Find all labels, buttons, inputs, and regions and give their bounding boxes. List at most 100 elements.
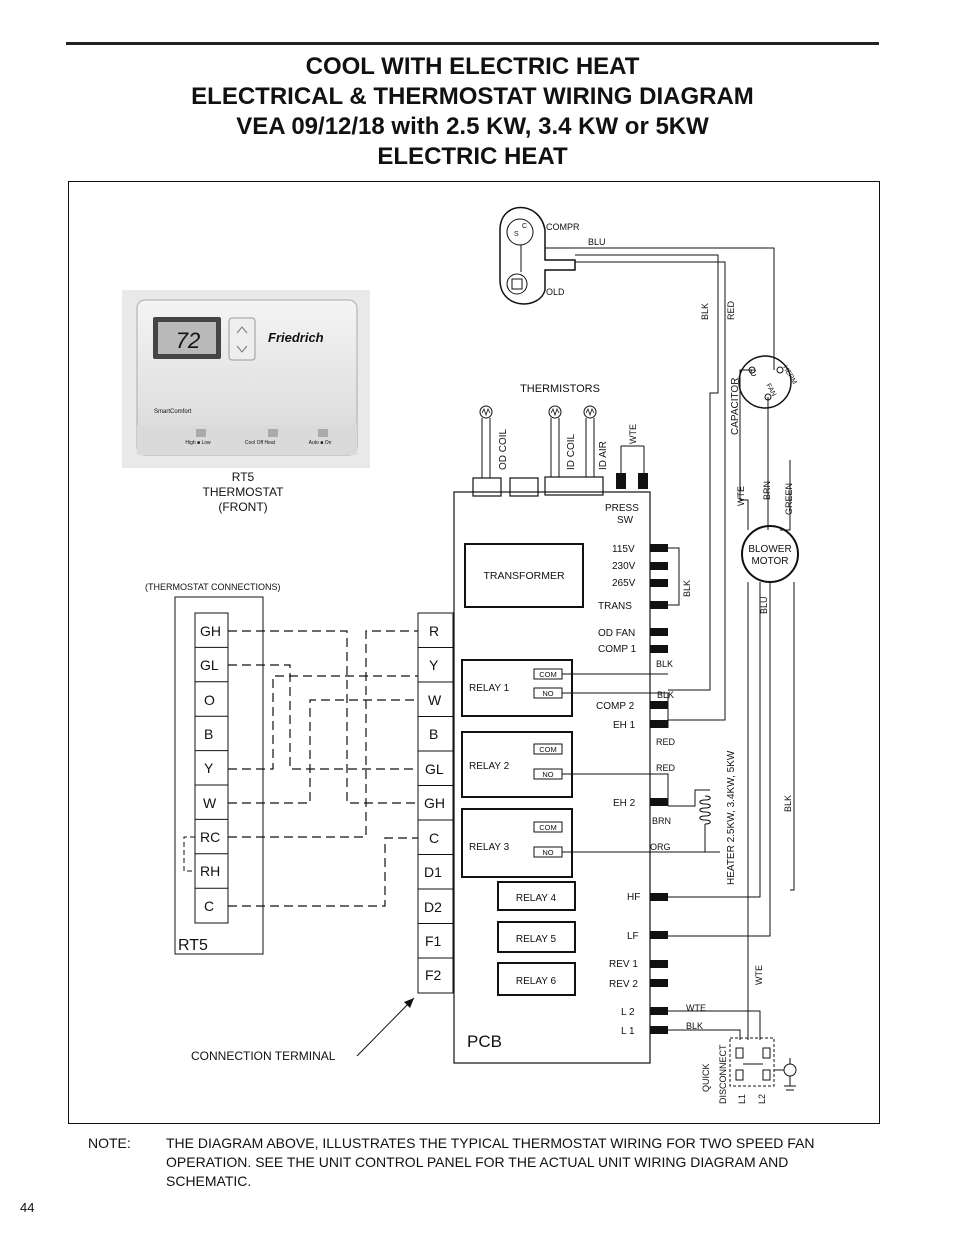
rt5-label: RT5 [178, 937, 208, 954]
thermostat-model-text: SmartComfort [154, 409, 192, 415]
l1-blk-label: BLK [686, 1021, 703, 1031]
qd-l2-label: L2 [757, 1094, 767, 1104]
rt5-terminal-y: Y [204, 760, 214, 776]
title-line-2: ELECTRICAL & THERMOSTAT WIRING DIAGRAM [191, 83, 754, 110]
relay-2-label: RELAY 2 [469, 761, 510, 772]
pin-eh-1: EH 1 [613, 720, 636, 731]
relay-6 [497, 962, 576, 996]
pin-comp-1: COMP 1 [598, 644, 637, 655]
connection-terminal-label: CONNECTION TERMINAL [191, 1049, 336, 1063]
comp1-blk-label: BLK [656, 659, 673, 669]
qd-l1-label: L1 [737, 1094, 747, 1104]
thermostat-caption-3: (FRONT) [218, 500, 267, 514]
pin-115v: 115V [612, 544, 635, 555]
relay-3-no: NO [542, 848, 553, 857]
rt5-terminal-gl: GL [200, 657, 219, 673]
heater-label: HEATER 2.5KW, 3.4KW, 5KW [726, 750, 737, 885]
heater-element [667, 720, 711, 852]
comp-red-label: RED [726, 300, 736, 320]
relay-2 [461, 731, 573, 798]
heater-blk-label: BLK [783, 795, 793, 812]
relay-wires [562, 673, 720, 853]
thermistors-title: THERMISTORS [520, 383, 600, 395]
rt5-terminal-c: C [204, 898, 214, 914]
pin-hf: HF [627, 892, 640, 903]
relay-2-com: COM [539, 745, 557, 754]
relay-5-label: RELAY 5 [516, 934, 557, 945]
pcb-terminal-y: Y [429, 657, 439, 673]
transformer-box [464, 543, 584, 608]
mode-switch-label: Cool Off Heat [245, 440, 276, 446]
pcb-terminal-r: R [429, 623, 439, 639]
rc-rh-jumper [183, 836, 195, 872]
thermostat-brand: Friedrich [268, 330, 324, 345]
pcb-terminal-d2: D2 [424, 899, 442, 915]
comp-blk-label: BLK [700, 303, 710, 320]
blower-motor-line-1: BLOWER [748, 544, 791, 555]
quick-label: QUICK [701, 1063, 711, 1092]
relay-1-no: NO [542, 689, 553, 698]
title-line-1: COOL WITH ELECTRIC HEAT [305, 53, 640, 80]
blower-blu-label: BLU [759, 596, 769, 614]
rt5-terminal-w: W [203, 795, 217, 811]
comp2-blk-label: BLK [657, 690, 674, 700]
compressor-wires [545, 247, 775, 721]
pcb-board [453, 491, 651, 1064]
pin-265v: 265V [612, 578, 636, 589]
fan-mode-switch-label: Auto ■ On [309, 440, 332, 446]
pcb-terminal-gl: GL [425, 761, 444, 777]
compressor-terminal: S C [499, 206, 576, 305]
rt5-terminal-rh: RH [200, 863, 220, 879]
pcb-pin-tabs [650, 544, 668, 1034]
thermostat-display: 72 [176, 328, 200, 353]
pin-lf: LF [627, 931, 639, 942]
relay-2-no: NO [542, 770, 553, 779]
relay3-org-label: ORG [650, 842, 671, 852]
old-label: OLD [546, 287, 565, 297]
thermostat-connections-label: (THERMOSTAT CONNECTIONS) [145, 582, 281, 592]
pin-eh-2: EH 2 [613, 798, 636, 809]
thermostat-caption-2: THERMOSTAT [203, 485, 285, 499]
thermistor-id-air [583, 405, 597, 477]
title-line-3: VEA 09/12/18 with 2.5 KW, 3.4 KW or 5KW [236, 113, 709, 140]
cap-terminal-c: C [750, 368, 757, 378]
cap-terminal-herm: HERM [781, 365, 797, 386]
press-sw-wte-label: WTE [628, 424, 638, 444]
compr-label: COMPR [546, 222, 580, 232]
pin-l2: L 2 [621, 1007, 635, 1018]
pcb-connection-terminal [417, 612, 454, 994]
pin-trans: TRANS [598, 601, 632, 612]
pin-rev-1: REV 1 [609, 959, 638, 970]
thermistor-connectors [472, 476, 604, 497]
pcb-terminal-f2: F2 [425, 967, 442, 983]
eh1-red-label: RED [656, 737, 676, 747]
relay-4 [497, 881, 576, 911]
pcb-terminal-c: C [429, 830, 439, 846]
eh2-brn-label: BRN [652, 816, 671, 826]
rt5-terminal-gh: GH [200, 623, 221, 639]
note-text: THE DIAGRAM ABOVE, ILLUSTRATES THE TYPIC… [166, 1135, 815, 1189]
relay-3-com: COM [539, 823, 557, 832]
blower-brn-label: BRN [762, 481, 772, 500]
relay2-red-label: RED [656, 763, 676, 773]
pcb-label: PCB [467, 1032, 502, 1051]
rt5-terminal-o: O [204, 692, 215, 708]
blower-green-label: GREEN [784, 483, 794, 515]
transformer-label: TRANSFORMER [483, 570, 565, 582]
comp-terminal-s: S [514, 231, 519, 238]
pin-rev-2: REV 2 [609, 979, 638, 990]
pin-l1: L 1 [621, 1026, 635, 1037]
relay-1-label: RELAY 1 [469, 683, 510, 694]
thermistor-od-coil [479, 405, 493, 478]
ground-symbol [774, 1058, 797, 1091]
relay-1-com: COM [539, 670, 557, 679]
blower-wte-label: WTE [736, 486, 746, 506]
thermistor-label-id-coil: ID COIL [566, 433, 577, 470]
pin-230v: 230V [612, 561, 636, 572]
connection-terminal-pointer [356, 997, 415, 1057]
relay-3-label: RELAY 3 [469, 842, 510, 853]
quick-disconnect [729, 1037, 775, 1087]
comp-terminal-c: C [522, 223, 527, 230]
pcb-terminal-w: W [428, 692, 442, 708]
